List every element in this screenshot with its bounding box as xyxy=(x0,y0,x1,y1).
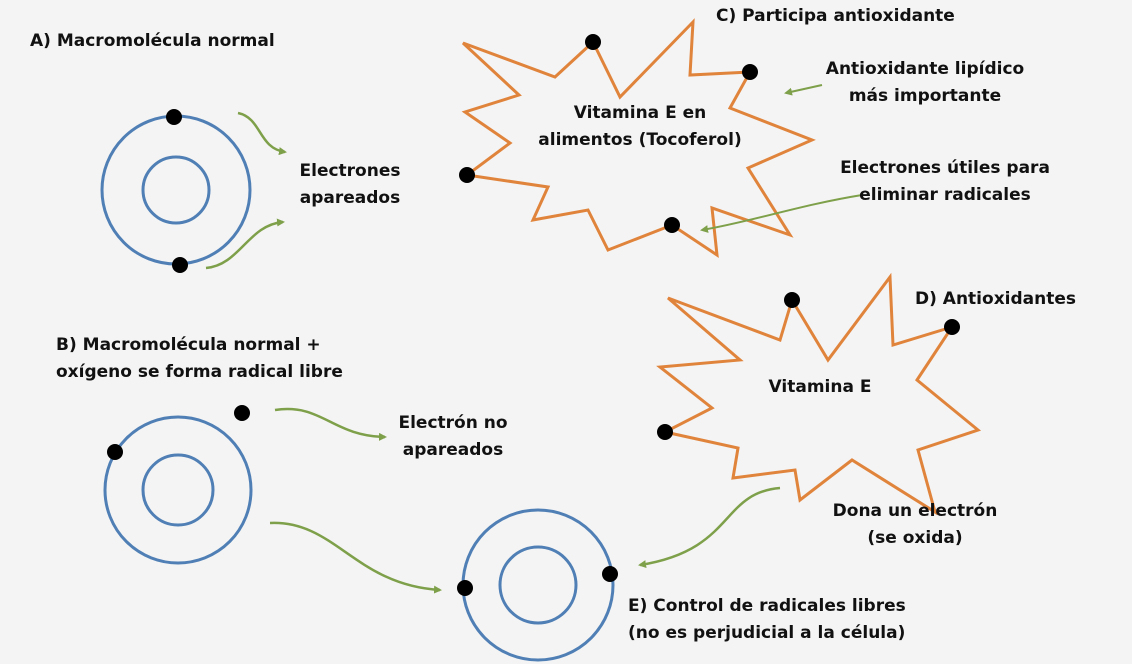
outer-orbit-b xyxy=(103,415,253,565)
label-c-title: C) Participa antioxidante xyxy=(716,6,955,26)
electron-c-left xyxy=(459,167,475,183)
electron-e-left xyxy=(457,580,473,596)
electron-b-left xyxy=(107,444,123,460)
arrow-c-useful xyxy=(700,194,863,233)
label-d-donate-line1: Dona un electrón xyxy=(832,501,998,521)
label-c-star-text: Vitamina E en alimentos (Tocoferol) xyxy=(520,100,760,154)
label-c-star-line2: alimentos (Tocoferol) xyxy=(538,130,742,150)
star-d-shape xyxy=(656,272,982,516)
label-d-title: D) Antioxidantes xyxy=(915,289,1077,309)
label-b-electron-line2: apareados xyxy=(402,440,504,460)
electron-d-top xyxy=(784,292,800,308)
label-a-electrons-line1: Electrones xyxy=(299,161,401,181)
label-c-lipid: Antioxidante lipídico más importante xyxy=(810,56,1040,110)
electron-c-right xyxy=(742,64,758,80)
label-b-title: B) Macromolécula normal + oxígeno se for… xyxy=(56,332,343,386)
molecule-e xyxy=(457,508,618,662)
inner-orbit-b xyxy=(141,453,215,527)
electron-c-top xyxy=(585,34,601,50)
label-b-electron: Electrón no apareados xyxy=(388,410,518,464)
label-d-donate: Dona un electrón (se oxida) xyxy=(810,498,1020,552)
outer-orbit-a xyxy=(100,114,252,266)
arrow-b-electron xyxy=(274,407,387,441)
label-e-title-line2: (no es perjudicial a la célula) xyxy=(628,623,906,643)
star-d xyxy=(656,272,982,516)
molecule-b xyxy=(103,405,253,565)
label-c-star-line1: Vitamina E en xyxy=(573,103,707,123)
electron-c-bottom xyxy=(664,217,680,233)
label-c-lipid-line1: Antioxidante lipídico xyxy=(825,59,1025,79)
arrow-a-bottom xyxy=(205,218,285,270)
label-c-lipid-line2: más importante xyxy=(848,86,1002,106)
arrow-c-lipid xyxy=(784,84,823,96)
label-c-useful-line2: eliminar radicales xyxy=(859,185,1031,205)
molecule-a xyxy=(100,109,252,273)
label-a-electrons: Electrones apareados xyxy=(290,158,410,212)
arrow-a-top xyxy=(237,111,287,156)
label-b-electron-line1: Electrón no xyxy=(398,413,508,433)
label-e-title-line1: E) Control de radicales libres xyxy=(628,596,906,616)
label-d-star-text: Vitamina E xyxy=(768,377,872,397)
label-b-title-line2: oxígeno se forma radical libre xyxy=(56,362,343,382)
label-c-useful-line1: Electrones útiles para xyxy=(840,158,1050,178)
arrow-b-to-e xyxy=(269,521,442,594)
electron-b-free xyxy=(234,405,250,421)
inner-orbit-e xyxy=(498,545,578,625)
electron-a-top xyxy=(166,109,182,125)
label-c-useful: Electrones útiles para eliminar radicale… xyxy=(825,155,1065,209)
electron-d-right xyxy=(944,319,960,335)
inner-orbit-a xyxy=(141,155,211,225)
label-a-electrons-line2: apareados xyxy=(299,188,401,208)
label-b-title-line1: B) Macromolécula normal + xyxy=(56,335,321,355)
electron-d-left xyxy=(657,424,673,440)
label-e-title: E) Control de radicales libres (no es pe… xyxy=(628,593,906,647)
label-d-donate-line2: (se oxida) xyxy=(867,528,963,548)
electron-e-right xyxy=(602,566,618,582)
star-c xyxy=(459,18,816,259)
outer-orbit-e xyxy=(461,508,615,662)
arrow-d-donate xyxy=(638,486,781,569)
electron-a-bottom xyxy=(172,257,188,273)
label-a-title: A) Macromolécula normal xyxy=(30,31,275,51)
